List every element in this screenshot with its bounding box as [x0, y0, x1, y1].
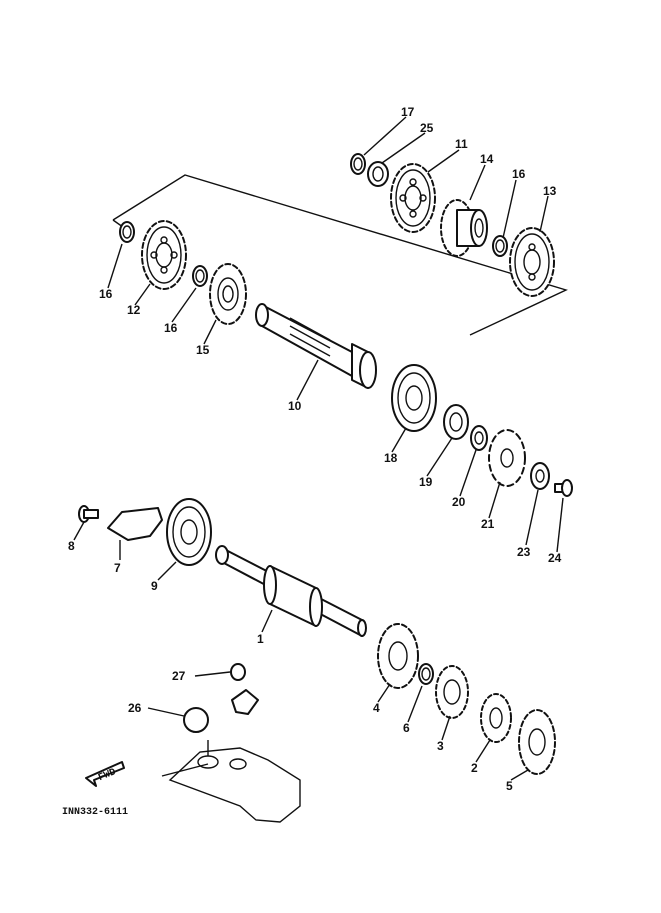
callout-labels: 17 25 11 14 16 13 16 12 16 15 10 18 19 2…: [68, 105, 562, 793]
label-13: 13: [543, 184, 557, 198]
part-23-lock-washer: [530, 462, 550, 490]
label-23: 23: [517, 545, 531, 559]
label-25: 25: [420, 121, 434, 135]
part-20-washer: [470, 425, 488, 451]
label-24: 24: [548, 551, 562, 565]
label-10: 10: [288, 399, 302, 413]
label-20: 20: [452, 495, 466, 509]
label-16-left: 16: [99, 287, 113, 301]
part-27-fitting: [230, 663, 246, 681]
part-9-bearing: [166, 498, 212, 566]
label-7: 7: [114, 561, 121, 575]
part-16-ring-left: [119, 221, 135, 243]
part-12-gear: [141, 220, 187, 290]
label-5: 5: [506, 779, 513, 793]
part-10-main-axle: [255, 303, 377, 389]
leader-lines: [73, 116, 564, 781]
part-7-stopper-plate: [107, 507, 163, 541]
diagram-code: INN332-6111: [62, 807, 128, 818]
label-14: 14: [480, 152, 494, 166]
part-27-bracket: [231, 689, 259, 715]
part-21-sprocket: [488, 429, 526, 487]
part-17-circlip: [350, 153, 366, 175]
part-14-gear: [440, 199, 488, 257]
part-6-ring: [418, 663, 434, 685]
part-25-washer: [367, 161, 389, 187]
label-15: 15: [196, 343, 210, 357]
subassembly-outline: [112, 174, 568, 336]
fwd-label: FWD: [97, 767, 118, 784]
part-19-collar: [443, 404, 469, 440]
part-16-ring-upper: [492, 235, 508, 257]
label-27: 27: [172, 669, 186, 683]
part-1-axle: [215, 545, 367, 637]
part-18-bearing: [391, 364, 437, 432]
label-12: 12: [127, 303, 141, 317]
label-1: 1: [257, 632, 264, 646]
label-3: 3: [437, 739, 444, 753]
label-4: 4: [373, 701, 380, 715]
label-9: 9: [151, 579, 158, 593]
label-19: 19: [419, 475, 433, 489]
label-8: 8: [68, 539, 75, 553]
part-2-gear: [480, 693, 512, 743]
label-6: 6: [403, 721, 410, 735]
label-11: 11: [455, 137, 468, 151]
part-3-gear: [435, 665, 469, 719]
label-21: 21: [481, 517, 495, 531]
label-16-upper: 16: [512, 167, 526, 181]
part-15-gear: [209, 263, 247, 325]
part-4-gear: [377, 623, 419, 689]
forward-arrow-icon: FWD: [85, 761, 125, 787]
part-8-screw: [78, 505, 99, 523]
label-16-mid: 16: [164, 321, 178, 335]
label-18: 18: [384, 451, 398, 465]
part-13-gear: [509, 227, 555, 297]
label-2: 2: [471, 761, 478, 775]
part-11-gear: [390, 163, 436, 233]
part-16-ring-mid: [192, 265, 208, 287]
part-26-cap: [183, 707, 209, 733]
part-5-gear: [518, 709, 556, 775]
label-17: 17: [401, 105, 415, 119]
part-24-bolt: [554, 479, 573, 497]
label-26: 26: [128, 701, 142, 715]
